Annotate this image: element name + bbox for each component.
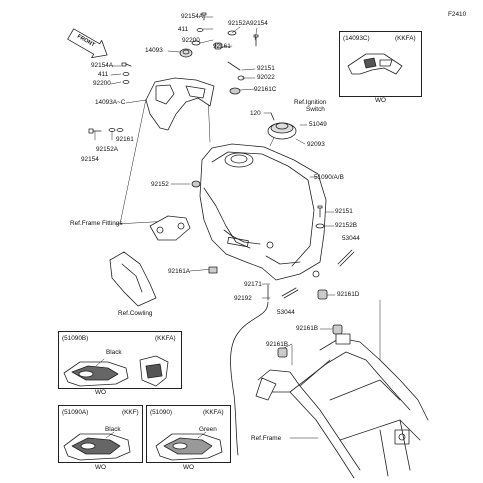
inset-51090a-variant: (KKF) <box>122 409 139 416</box>
inset-51090a-art <box>63 431 131 461</box>
inset-51090b-code: (51090B) <box>62 335 89 342</box>
label-92152b: 92152B <box>335 222 358 229</box>
label-92152a-top: 92152A <box>228 20 251 27</box>
inset-box-14093c: (14093C) (KKFA) <box>339 31 422 97</box>
label-92161-left: 92161 <box>116 136 134 143</box>
inset-14093c-art <box>347 53 403 75</box>
inset-51090b-art <box>63 355 169 387</box>
diagram-code: F2410 <box>448 11 467 18</box>
front-arrow-icon <box>67 28 108 59</box>
damper-92161d <box>317 289 328 300</box>
ref-ignition-line2: Switch <box>306 106 325 113</box>
damper-92161c <box>229 87 241 95</box>
label-92093: 92093 <box>307 141 325 148</box>
label-92161b-right: 92161B <box>296 325 319 332</box>
label-92161d: 92161D <box>337 291 360 298</box>
ref-frame-fittings: Ref.Frame Fittings <box>70 220 123 227</box>
inset-51090b-note: WO <box>95 389 107 396</box>
ignition-cap-51049 <box>267 112 297 140</box>
label-411-left: 411 <box>98 71 109 78</box>
label-92192: 92192 <box>234 295 252 302</box>
cowling-part <box>109 251 157 307</box>
label-14093a-c: 14093A~C <box>95 99 126 106</box>
label-92161b-left: 92161B <box>266 341 289 348</box>
label-92161c: 92161C <box>254 86 277 93</box>
inset-box-51090b: (51090B) (KKFA) Black <box>58 331 182 389</box>
label-53044-right: 53044 <box>342 235 360 242</box>
inset-51090-color: Green <box>199 426 217 433</box>
label-92154-top: 92154 <box>250 20 268 27</box>
inset-51090-art <box>155 431 223 461</box>
inset-51090-variant: (KKFA) <box>203 409 224 416</box>
grommet-92152 <box>191 180 201 188</box>
inset-box-51090a: (51090A) (KKF) Black <box>58 405 143 463</box>
bolt-92154-top <box>253 34 259 47</box>
label-14093: 14093 <box>145 47 163 54</box>
inset-51090-note: WO <box>183 464 195 471</box>
label-92154a-top: 92154A <box>181 13 204 20</box>
label-92161-top: 92161 <box>213 43 231 50</box>
bolt-92154a-top <box>201 12 207 21</box>
inset-51090a-code: (51090A) <box>62 409 89 416</box>
pad-53044-mid <box>281 287 299 299</box>
label-92151-top: 92151 <box>257 65 275 72</box>
label-120: 120 <box>250 110 261 117</box>
label-92200-top: 92200 <box>182 37 200 44</box>
inset-51090b-variant: (KKFA) <box>155 335 176 342</box>
grommet-14093 <box>179 48 193 58</box>
bolts-left <box>88 62 132 134</box>
label-92200-left: 92200 <box>93 80 111 87</box>
label-92152: 92152 <box>151 181 169 188</box>
ref-ignition-line1: Ref.Ignition <box>294 99 327 106</box>
ref-cowling: Ref.Cowling <box>118 310 153 317</box>
frame-assembly <box>255 333 429 479</box>
label-92154-left: 92154 <box>81 156 99 163</box>
label-53044-mid: 53044 <box>277 309 295 316</box>
dampers-92161b <box>277 324 343 358</box>
inset-51090a-color: Black <box>105 426 121 433</box>
frame-fittings-bracket <box>149 215 191 241</box>
fuel-tank-51090 <box>199 143 327 281</box>
label-51049: 51049 <box>309 121 327 128</box>
inset-14093c-variant: (KKFA) <box>395 35 416 42</box>
label-51090-a-b: 51090/A/B <box>314 174 344 181</box>
inset-51090-code: (51090) <box>150 409 173 416</box>
inset-14093c-note: WO <box>375 97 387 104</box>
drain-hose-92192 <box>230 284 269 456</box>
bolt-92151-top <box>227 61 241 71</box>
collar-92022 <box>237 75 245 81</box>
label-411-top: 411 <box>178 26 189 33</box>
ref-frame: Ref.Frame <box>251 435 282 442</box>
label-92171: 92171 <box>244 281 262 288</box>
inset-51090b-color: Black <box>106 349 122 356</box>
label-92161a: 92161A <box>168 268 191 275</box>
inset-14093c-code: (14093C) <box>343 35 370 42</box>
label-92154a-left: 92154A <box>91 62 114 69</box>
tank-cover-14093 <box>145 77 215 131</box>
inset-box-51090: (51090) (KKFA) Green <box>146 405 231 463</box>
right-small-parts <box>208 205 355 274</box>
washers-top <box>191 28 237 46</box>
label-92151-right: 92151 <box>335 208 353 215</box>
label-92152a-left: 92152A <box>96 146 119 153</box>
inset-51090a-note: WO <box>95 464 107 471</box>
label-92022: 92022 <box>257 74 275 81</box>
damper-92161-top <box>214 42 222 50</box>
